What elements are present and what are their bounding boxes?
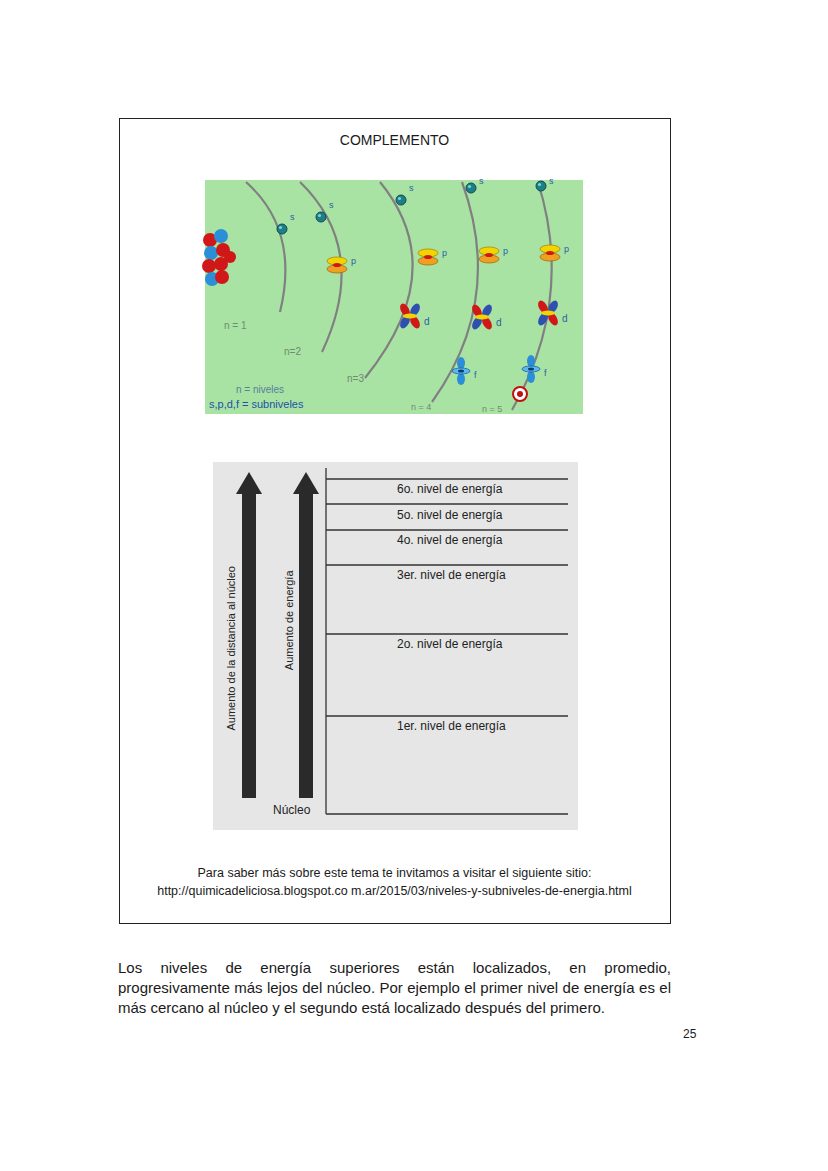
subshell-label: s bbox=[290, 212, 295, 222]
level-label: n = 5 bbox=[482, 404, 502, 414]
key-note: s,p,d,f = subniveles bbox=[209, 398, 303, 411]
subshell-label: f bbox=[474, 370, 477, 380]
level-label: n = 1 bbox=[224, 320, 247, 332]
energy-level-label: 2o. nivel de energía bbox=[397, 638, 502, 652]
energy-level-label: 4o. nivel de energía bbox=[397, 534, 502, 548]
energy-level-label: 3er. nivel de energía bbox=[397, 569, 506, 583]
complement-frame: COMPLEMENTO Para saber más sobre este tem… bbox=[119, 118, 671, 924]
axis-label: Aumento de la distancia al núcleo bbox=[225, 564, 238, 733]
level-label: n = 4 bbox=[411, 402, 431, 412]
subshell-label: s bbox=[329, 200, 334, 210]
key-note: n = niveles bbox=[236, 384, 284, 396]
subshell-label: d bbox=[562, 313, 568, 325]
body-paragraph: Los niveles de energía superiores están … bbox=[118, 958, 671, 1017]
subshell-label: d bbox=[424, 316, 430, 328]
level-label: n=2 bbox=[284, 346, 301, 358]
subshell-label: p bbox=[442, 248, 447, 258]
subshell-label: s bbox=[549, 176, 554, 186]
energy-level-label: 1er. nivel de energía bbox=[397, 720, 506, 734]
level-lines bbox=[326, 468, 568, 814]
subshell-label: p bbox=[564, 244, 569, 254]
subshell-label: s bbox=[479, 176, 484, 186]
orbital-illustration bbox=[202, 180, 583, 414]
subshell-label: s bbox=[409, 183, 414, 193]
increase-arrows bbox=[236, 472, 319, 798]
level-label: n=3 bbox=[347, 373, 364, 385]
page-number: 25 bbox=[683, 1028, 696, 1042]
subshell-label: f bbox=[544, 368, 547, 378]
energy-level-chart bbox=[213, 462, 578, 830]
subshell-label: p bbox=[503, 246, 508, 256]
link-note: Para saber más sobre este tema te invita… bbox=[124, 864, 665, 900]
nucleus bbox=[202, 229, 236, 286]
subshell-label: d bbox=[496, 317, 502, 329]
energy-level-label: 6o. nivel de energía bbox=[397, 483, 502, 497]
energy-level-label: 5o. nivel de energía bbox=[397, 509, 502, 523]
nucleus-label: Núcleo bbox=[273, 804, 310, 818]
box-title: COMPLEMENTO bbox=[120, 132, 669, 148]
subshell-label: p bbox=[351, 256, 356, 266]
axis-label: Aumento de energía bbox=[283, 568, 296, 672]
energy-arcs bbox=[246, 182, 552, 410]
